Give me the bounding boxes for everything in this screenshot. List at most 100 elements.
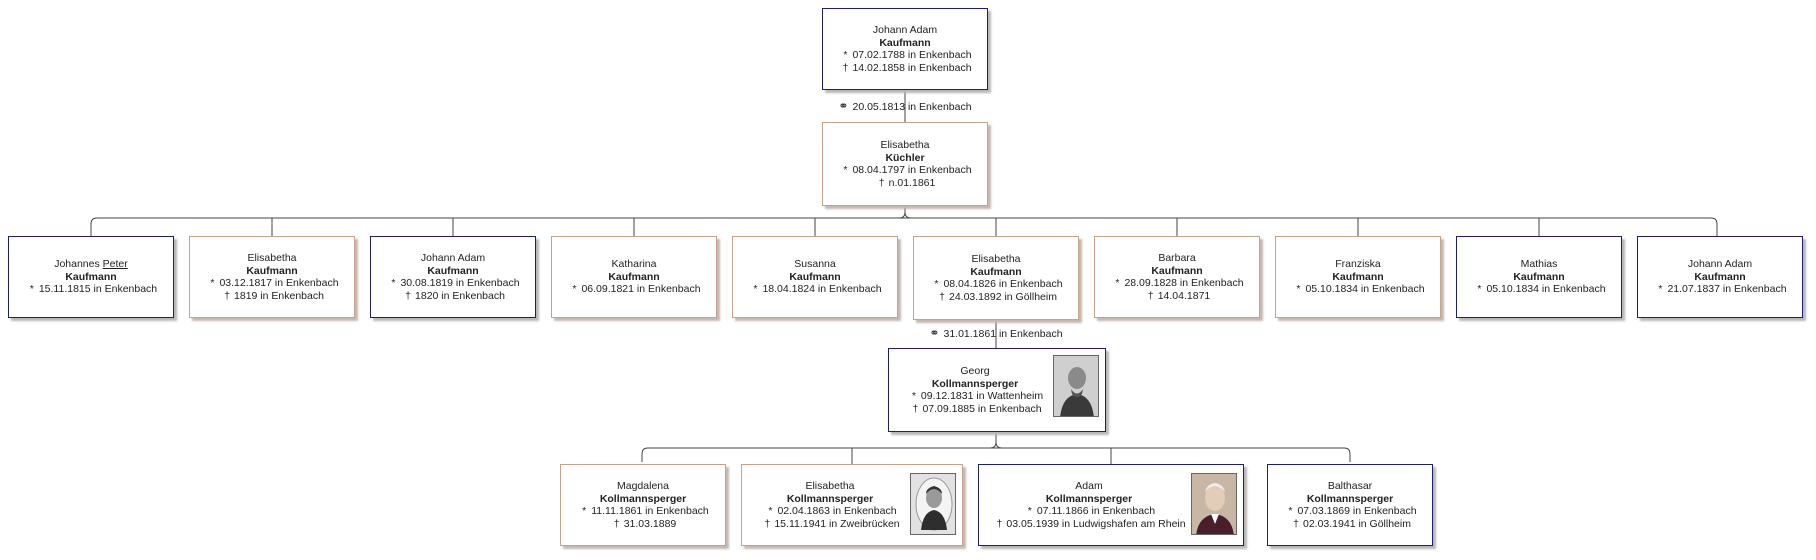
given-name: Balthasar bbox=[1327, 480, 1373, 492]
death-icon: † bbox=[1293, 517, 1299, 530]
birth-date: 07.11.1866 in Enkenbach bbox=[1036, 505, 1156, 517]
birth-icon: * bbox=[210, 277, 215, 289]
surname: Küchler bbox=[885, 151, 925, 164]
person-card-georg-kollmannsperger[interactable]: Georg Kollmannsperger * 09.12.1831 in Wat… bbox=[888, 348, 1106, 432]
surname: Kollmannsperger bbox=[931, 377, 1019, 390]
marriage-icon: ⚭ bbox=[929, 326, 940, 340]
given-name: Elisabetha bbox=[971, 253, 1021, 265]
person-card-johann-adam-kaufmann-1788[interactable]: Johann Adam Kaufmann *07.02.1788 in Enke… bbox=[822, 8, 988, 90]
surname: Kollmannsperger bbox=[1306, 492, 1394, 505]
person-card-child-2[interactable]: Elisabetha Kaufmann * 03.12.1817 in Enken… bbox=[189, 236, 355, 318]
person-card-grandchild-2[interactable]: Elisabetha Kollmannsperger *02.04.1863 i… bbox=[741, 464, 963, 546]
given-name: Elisabetha bbox=[247, 252, 297, 264]
birth-date: 06.09.1821 in Enkenbach bbox=[581, 283, 701, 296]
given-name-called: Peter bbox=[102, 258, 128, 271]
death-icon: † bbox=[224, 289, 230, 302]
birth-date: 28.09.1828 in Enkenbach bbox=[1124, 277, 1244, 289]
person-card-grandchild-4[interactable]: Balthasar Kollmannsperger * 07.03.1869 in… bbox=[1267, 464, 1433, 546]
person-card-child-7[interactable]: Barbara Kaufmann *28.09.1828 in Enkenbac… bbox=[1094, 236, 1260, 318]
death-date: 03.05.1939 in Ludwigshafen am Rhein bbox=[1006, 517, 1186, 530]
surname: Kaufmann bbox=[1694, 270, 1746, 283]
person-card-child-9[interactable]: Mathias Kaufmann * 05.10.1834 in Enkenbac… bbox=[1456, 236, 1622, 318]
birth-icon: * bbox=[934, 278, 939, 290]
surname: Kaufmann bbox=[789, 270, 841, 283]
surname: Kaufmann bbox=[608, 270, 660, 283]
birth-icon: * bbox=[911, 390, 916, 402]
person-card-child-6[interactable]: Elisabetha Kaufmann * 08.04.1826 in Enken… bbox=[913, 236, 1079, 320]
given-name: Adam bbox=[1075, 480, 1103, 492]
birth-date: 15.11.1815 in Enkenbach bbox=[38, 283, 158, 296]
death-date: 1819 in Enkenbach bbox=[234, 289, 324, 302]
birth-date: 05.10.1834 in Enkenbach bbox=[1486, 283, 1606, 296]
death-icon: † bbox=[996, 517, 1003, 530]
portrait-woman-icon bbox=[911, 474, 955, 534]
death-date: 31.03.1889 bbox=[623, 517, 677, 530]
given-name-first: Johannes bbox=[54, 258, 103, 271]
surname: Kollmannsperger bbox=[599, 492, 687, 505]
birth-date: 18.04.1824 in Enkenbach bbox=[762, 283, 882, 296]
birth-date: 09.12.1831 in Wattenheim bbox=[920, 390, 1044, 402]
birth-date: 11.11.1861 in Enkenbach bbox=[591, 505, 709, 517]
surname: Kaufmann bbox=[1513, 270, 1565, 283]
given-name: Georg bbox=[960, 365, 990, 377]
birth-icon: * bbox=[391, 277, 396, 289]
birth-date: 07.03.1869 in Enkenbach bbox=[1297, 505, 1417, 517]
given-name: Katharina bbox=[611, 258, 657, 271]
birth-date: 03.12.1817 in Enkenbach bbox=[219, 277, 339, 289]
given-name: Elisabetha bbox=[805, 480, 855, 492]
birth-icon: * bbox=[582, 505, 587, 517]
birth-icon: * bbox=[1658, 283, 1663, 296]
death-date: n.01.1861 bbox=[888, 176, 936, 189]
death-date: 14.02.1858 in Enkenbach bbox=[852, 61, 972, 74]
portrait-photo[interactable] bbox=[1053, 355, 1099, 417]
person-card-child-5[interactable]: Susanna Kaufmann * 18.04.1824 in Enkenbac… bbox=[732, 236, 898, 318]
marriage-date: 20.05.1813 in Enkenbach bbox=[852, 101, 972, 113]
portrait-photo[interactable] bbox=[1191, 473, 1237, 535]
portrait-photo[interactable] bbox=[910, 473, 956, 535]
birth-icon: * bbox=[843, 164, 848, 176]
birth-date: 30.08.1819 in Enkenbach bbox=[400, 277, 520, 289]
birth-icon: * bbox=[753, 283, 758, 296]
birth-icon: * bbox=[1115, 277, 1120, 289]
death-icon: † bbox=[613, 517, 620, 530]
person-card-child-3[interactable]: Johann Adam Kaufmann *30.08.1819 in Enke… bbox=[370, 236, 536, 318]
birth-date: 07.02.1788 in Enkenbach bbox=[852, 49, 972, 61]
death-icon: † bbox=[842, 61, 849, 74]
portrait-elderly-man-icon bbox=[1192, 474, 1236, 534]
birth-icon: * bbox=[1477, 283, 1482, 296]
person-card-child-4[interactable]: Katharina Kaufmann *06.09.1821 in Enkenb… bbox=[551, 236, 717, 318]
surname: Kaufmann bbox=[1151, 264, 1203, 277]
given-name: Franziska bbox=[1335, 258, 1381, 271]
marriage-icon: ⚭ bbox=[838, 99, 849, 113]
marriage-date: 31.01.1861 in Enkenbach bbox=[943, 328, 1063, 340]
death-icon: † bbox=[764, 517, 771, 530]
birth-icon: * bbox=[1288, 505, 1293, 517]
person-card-elisabetha-kuechler[interactable]: Elisabetha Küchler *08.04.1797 in Enkenb… bbox=[822, 122, 988, 206]
birth-date: 08.04.1826 in Enkenbach bbox=[943, 278, 1063, 290]
birth-icon: * bbox=[1296, 283, 1301, 296]
surname: Kaufmann bbox=[246, 264, 298, 277]
death-icon: † bbox=[939, 290, 945, 303]
birth-icon: * bbox=[768, 505, 773, 517]
death-date: 1820 in Enkenbach bbox=[415, 289, 505, 302]
death-icon: † bbox=[1147, 289, 1154, 302]
surname: Kaufmann bbox=[1332, 270, 1384, 283]
surname: Kollmannsperger bbox=[1045, 492, 1133, 505]
birth-icon: * bbox=[29, 283, 34, 296]
person-card-child-8[interactable]: Franziska Kaufmann *05.10.1834 in Enkenb… bbox=[1275, 236, 1441, 318]
given-name: Susanna bbox=[794, 258, 836, 271]
death-date: 15.11.1941 in Zweibrücken bbox=[774, 517, 900, 530]
birth-icon: * bbox=[843, 49, 848, 61]
person-card-child-10[interactable]: Johann Adam Kaufmann *21.07.1837 in Enke… bbox=[1637, 236, 1803, 318]
marriage-label: ⚭31.01.1861 in Enkenbach bbox=[929, 326, 1062, 340]
surname: Kollmannsperger bbox=[786, 492, 874, 505]
person-card-child-1[interactable]: Johannes Peter Kaufmann *15.11.1815 in E… bbox=[8, 236, 174, 318]
death-date: 24.03.1892 in Göllheim bbox=[948, 290, 1057, 303]
person-card-grandchild-3[interactable]: Adam Kollmannsperger *07.11.1866 in Enke… bbox=[978, 464, 1244, 546]
given-name: Mathias bbox=[1520, 258, 1558, 271]
person-card-grandchild-1[interactable]: Magdalena Kollmannsperger *11.11.1861 in… bbox=[560, 464, 726, 546]
surname: Kaufmann bbox=[970, 265, 1022, 278]
given-name: Johann Adam bbox=[420, 252, 486, 264]
given-name: Johann Adam bbox=[1687, 258, 1753, 271]
